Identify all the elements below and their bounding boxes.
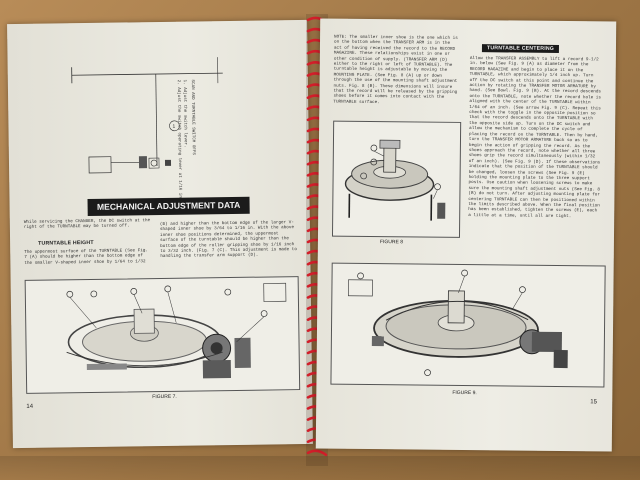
page-heading: MECHANICAL ADJUSTMENT DATA	[87, 196, 250, 217]
right-page: NOTE: The smaller inner shoe is the one …	[315, 18, 617, 452]
figure-8-caption: FIGURE 8	[379, 239, 404, 246]
note-text: NOTE: The smaller inner shoe is the one …	[333, 34, 461, 105]
intro-text: While servicing the CHANGER, the DC swit…	[23, 218, 153, 231]
binding-coil	[306, 449, 328, 457]
page-number-left: 14	[26, 403, 34, 410]
mounting-plate-illustration	[344, 139, 446, 221]
page-number-right: 15	[590, 399, 597, 406]
svg-text:1: 1	[172, 124, 175, 130]
turntable-centering-illustration	[348, 269, 568, 376]
turntable-height-heading: TURNTABLE HEIGHT	[38, 239, 94, 247]
figure-7-caption: FIGURE 7.	[152, 393, 177, 401]
left-page: 1 SCAN AND TURNTABLE SWITCH OFFS 1. Adju…	[7, 19, 313, 449]
body-col-2: (B) and higher than the bottom edge of t…	[159, 220, 300, 260]
switch-diagram: 1	[71, 57, 223, 174]
table-shadow	[0, 456, 640, 480]
turntable-mechanism-illustration	[66, 282, 287, 379]
figure-7	[24, 276, 301, 394]
turntable-centering-heading: TURNTABLE CENTERING	[481, 44, 560, 53]
centering-text: Allow the TRANSFER ASSEMBLY to lift a re…	[468, 56, 604, 219]
figure-9-caption: FIGURE 9.	[452, 389, 477, 397]
body-col-1: The uppermost surface of the TURNTABLE (…	[24, 248, 151, 266]
figure-9	[330, 262, 606, 388]
figure-8	[331, 120, 462, 238]
